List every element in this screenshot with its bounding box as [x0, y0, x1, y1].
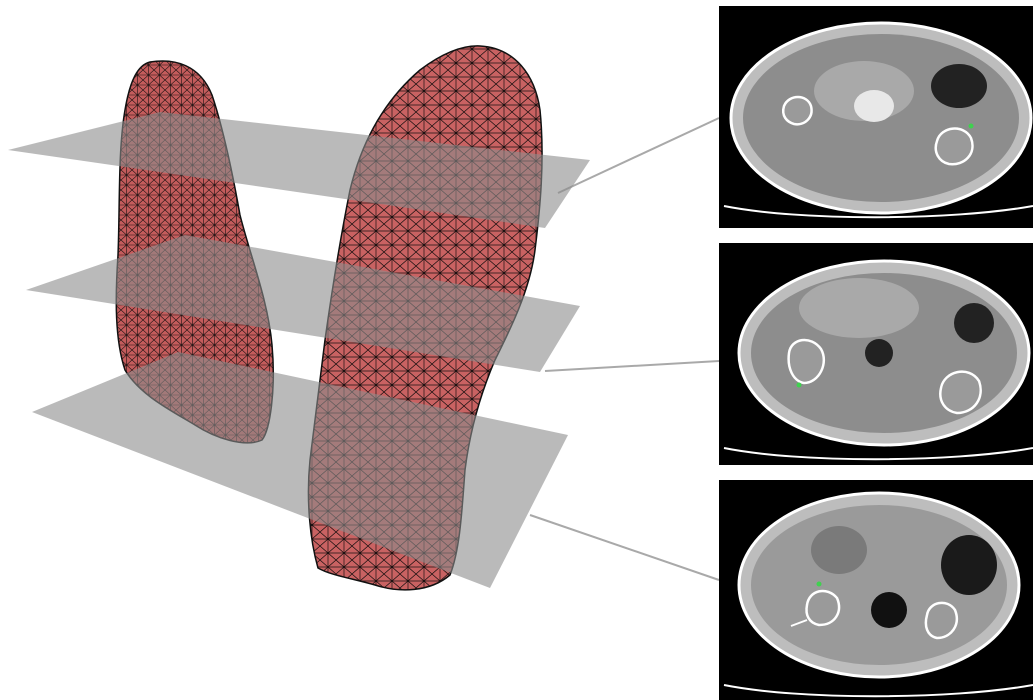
connector-middle: [545, 361, 719, 371]
lower-slice-plane: [32, 352, 568, 588]
connector-lower: [530, 515, 719, 580]
connector-upper: [558, 118, 719, 193]
ct-slice-lower: [719, 480, 1033, 700]
ct-axial-slice-icon: [719, 480, 1033, 700]
ct-slice-upper: [719, 6, 1033, 228]
ct-slice-middle: [719, 243, 1033, 465]
ct-axial-slice-icon: [719, 243, 1033, 465]
ct-axial-slice-icon: [719, 6, 1033, 228]
